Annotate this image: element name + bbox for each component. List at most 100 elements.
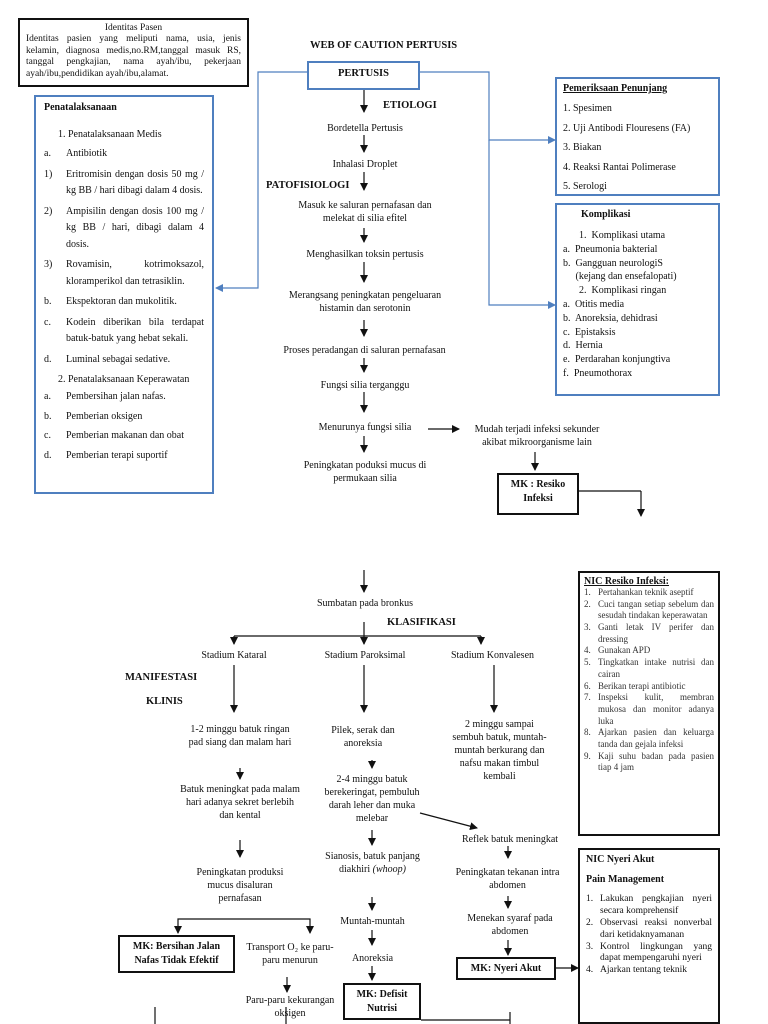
nic-resiko-item-text: Kaji suhu badan pada pasien tiap 4 jam — [598, 750, 714, 773]
komplikasi-item: a. Pneumonia bakterial — [563, 243, 658, 255]
penunjang-item: 3. Biakan — [563, 142, 602, 153]
keperawatan-item-text: Pemberian terapi suportif — [66, 449, 168, 461]
nic-resiko-infeksi-box: NIC Resiko Infeksi: 1.Pertahankan teknik… — [578, 571, 720, 836]
nic-nyeri-item-number: 1. — [586, 894, 594, 904]
paroksimal-e: Anoreksia — [351, 953, 394, 964]
diagram-title: WEB OF CAUTION PERTUSIS — [310, 40, 458, 51]
mk-jalan-nafas-label: MK: Bersihan Jalan Nafas Tidak Efektif — [132, 941, 221, 966]
nic-resiko-item: 7.Inspeksi kulit, membran mukosa dan mon… — [584, 692, 714, 727]
nic-nyeri-item-text: Lakukan pengkajian nyeri secara komprehe… — [600, 894, 712, 916]
nic-resiko-item: 4.Gunakan APD — [584, 645, 714, 657]
kataral-a: 1-2 minggu batuk ringan pad siang dan ma… — [188, 724, 292, 748]
konvalesen-a: 2 minggu sampai sembuh batuk, muntah-mun… — [452, 719, 547, 782]
medis-item: c.Kodein diberikan bila terdapat batuk-b… — [44, 315, 204, 348]
medis-item-number: 2) — [44, 205, 53, 217]
mk-resiko-infeksi: MK : Resiko Infeksi — [497, 473, 579, 515]
komplikasi-item: 1. Komplikasi utama — [579, 230, 666, 241]
refleks-b: Peningkatan tekanan intra abdomen — [455, 867, 560, 891]
medis-item: 1)Eritromisin dengan dosis 50 mg / kg BB… — [44, 167, 204, 200]
keperawatan-item-number: c. — [44, 430, 51, 441]
etiologi-label: ETIOLOGI — [383, 100, 437, 111]
klasifikasi-label: KLASIFIKASI — [387, 617, 456, 628]
nic-resiko-item: 9. Kaji suhu badan pada pasien tiap 4 jam — [584, 751, 714, 774]
keperawatan-item-text: Pemberian oksigen — [66, 410, 143, 422]
medis-item-number: d. — [44, 353, 52, 365]
komplikasi-item: e. Perdarahan konjungtiva — [563, 354, 671, 366]
medis-list: a.Antibiotik 1)Eritromisin dengan dosis 5… — [44, 146, 204, 368]
nic-resiko-item-text: Pertahankan teknik aseptif — [598, 587, 694, 597]
komplikasi-item: d. Hernia — [563, 340, 603, 352]
nic-nyeri-item-text: Observasi reaksi nonverbal dari ketidakn… — [600, 917, 712, 940]
keperawatan-item: d. Pemberian terapi suportif — [44, 448, 204, 465]
penunjang-item: 1. Spesimen — [563, 103, 612, 114]
kataral-c: Peningkatan produksi mucus disaluran per… — [196, 867, 284, 904]
mk-nyeri-label: MK: Nyeri Akut — [470, 963, 542, 974]
kataral-b: Batuk meningkat pada malam hari adanya s… — [180, 784, 300, 821]
medis-item-text: Rovamisin, kotrimoksazol, kloramperikol … — [66, 259, 204, 287]
paroksimal-d: Muntah-muntah — [340, 916, 405, 927]
medis-item-number: 3) — [44, 259, 53, 270]
whoop-label: (whoop) — [372, 864, 406, 875]
pertusis-label: PERTUSIS — [338, 68, 389, 79]
medis-item-text: Antibiotik — [66, 148, 108, 159]
nic-resiko-title: NIC Resiko Infeksi: — [584, 576, 670, 587]
komplikasi-item: (kejang dan ensefalopati) — [563, 271, 677, 283]
stadium-paroksimal: Stadium Paroksimal — [324, 650, 406, 661]
refleks-a: Reflek batuk meningkat — [461, 834, 559, 845]
identitas-title: Identitas Pasen — [104, 23, 163, 33]
mk-nutrisi-label: MK: Defisit Nutrisi — [356, 989, 408, 1014]
penunjang-item: 4. Reaksi Rantai Polimerase — [563, 161, 676, 173]
medis-item: 2)Ampisilin dengan dosis 100 mg / kg BB … — [44, 204, 204, 254]
nic-resiko-item-text: Berikan terapi antibiotic — [598, 680, 686, 691]
komplikasi-item: 2. Komplikasi ringan — [579, 285, 667, 297]
nic-resiko-item-number: 3. — [584, 622, 591, 633]
mk-bersihan-jalan-nafas: MK: Bersihan Jalan Nafas Tidak Efektif — [118, 935, 235, 973]
flow-fungsi: Fungsi silia terganggu — [320, 380, 410, 391]
paroksimal-b: 2-4 minggu batuk berekeringat, pembuluh … — [324, 774, 420, 824]
nic-resiko-item: 3. Ganti letak IV perifer dan dressing — [584, 622, 714, 645]
flow-inhalasi: Inhalasi Droplet — [332, 159, 398, 170]
paroksimal-c-text: Sianosis, batuk panjang diakhiri — [325, 851, 420, 875]
mk-resiko-label: MK : Resiko Infeksi — [510, 479, 566, 504]
keperawatan-item: a.Pembersihan jalan nafas. — [44, 389, 204, 406]
stadium-konvalesen: Stadium Konvalesen — [450, 650, 535, 661]
klinis-label: KLINIS — [146, 696, 183, 707]
medis-heading: 1. Penatalaksanaan Medis — [58, 129, 162, 140]
nic-resiko-item-number: 2. — [584, 598, 591, 609]
manifestasi-label: MANIFESTASI — [125, 672, 198, 683]
keperawatan-item-number: d. — [44, 449, 52, 461]
medis-item: a.Antibiotik — [44, 146, 204, 163]
nic-resiko-item-text: Cuci tangan setiap sebelum dan sesudah t… — [598, 598, 714, 621]
nic-resiko-item-number: 9. — [584, 750, 591, 761]
medis-item-text: Kodein diberikan bila terdapat batuk-bat… — [66, 316, 204, 345]
komplikasi-item: f. Pneumothorax — [563, 367, 633, 379]
nic-nyeri-item: 1. Lakukan pengkajian nyeri secara kompre… — [586, 894, 712, 918]
nic-resiko-item-text: Ganti letak IV perifer dan dressing — [598, 622, 714, 644]
nic-nyeri-item: 2.Observasi reaksi nonverbal dari ketida… — [586, 918, 712, 942]
nic-resiko-item: 1.Pertahankan teknik aseptif — [584, 587, 714, 599]
komplikasi-item: b. Anoreksia, dehidrasi — [563, 312, 658, 324]
nic-resiko-item-number: 5. — [584, 657, 591, 668]
keperawatan-item-number: b. — [44, 410, 52, 422]
nic-nyeri-item: 3.Kontrol lingkungan yang dapat mempenga… — [586, 942, 712, 966]
medis-item: d.Luminal sebagai sedative. — [44, 352, 204, 369]
paroksimal-c: Sianosis, batuk panjang diakhiri (whoop) — [325, 850, 420, 876]
nic-resiko-item: 5.Tingkatkan intake nutrisi dan cairan — [584, 657, 714, 680]
nic-nyeri-akut-box: NIC Nyeri Akut Pain Management 1.Lakukan… — [578, 848, 720, 1024]
flow-masuk: Masuk ke saluran pernafasan dan melekat … — [298, 200, 432, 224]
nic-nyeri-subtitle: Pain Management — [586, 874, 665, 885]
mk-defisit-nutrisi: MK: Defisit Nutrisi — [343, 983, 421, 1020]
nic-resiko-item-number: 6. — [584, 680, 591, 691]
flow-bordetella: Bordetella Pertusis — [327, 123, 403, 134]
transport-o2: Transport O₂ ke paru-paru menurun — [246, 942, 334, 966]
nic-resiko-item-text: Gunakan APD — [598, 645, 651, 656]
stadium-kataral: Stadium Kataral — [201, 650, 267, 661]
nic-resiko-item: 8.Ajarkan pasien dan keluarga tanda dan … — [584, 727, 714, 750]
paru-kekurangan: Paru-paru kekurangan oksigen — [245, 995, 335, 1019]
komplikasi-list: 1. Komplikasi utama a. Pneumonia bakteria… — [563, 229, 712, 381]
komplikasi-item: c. Epistaksis — [563, 326, 616, 338]
nic-resiko-item-number: 8. — [584, 727, 591, 738]
